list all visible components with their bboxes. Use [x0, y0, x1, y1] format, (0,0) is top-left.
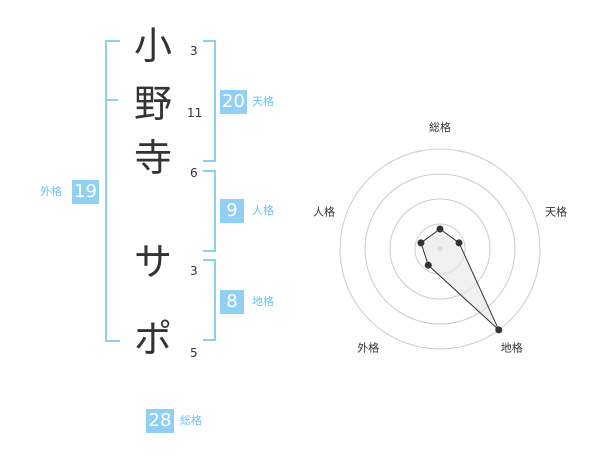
- chikaku-bracket: [203, 259, 216, 341]
- soukaku-label: 総格: [180, 414, 202, 427]
- radar-point-5: [417, 239, 425, 247]
- chikaku-badge: 8: [220, 290, 244, 314]
- name-char-2: 野: [133, 82, 172, 126]
- radar-area: [420, 228, 500, 331]
- stroke-count-5: 5: [190, 346, 198, 360]
- stroke-count-2: 11: [187, 106, 203, 120]
- radar-point-1: [436, 225, 444, 233]
- jinkaku-badge: 9: [220, 199, 244, 223]
- radar-point-4: [424, 261, 432, 269]
- radar-ring: [339, 148, 541, 350]
- jinkaku-label: 人格: [252, 204, 274, 217]
- gaikaku-bracket-tick: [105, 99, 118, 101]
- radar-point-2: [455, 239, 463, 247]
- chikaku-label: 地格: [252, 295, 274, 308]
- gaikaku-label: 外格: [40, 185, 62, 198]
- radar-axis-label-5: 人格: [313, 204, 335, 218]
- radar-point-3: [495, 326, 503, 334]
- name-char-3: 寺: [133, 136, 172, 180]
- tenkaku-label: 天格: [252, 95, 274, 108]
- radar-ring: [364, 173, 516, 325]
- soukaku-badge: 28: [146, 409, 174, 433]
- radar-axis-label-2: 天格: [545, 204, 567, 218]
- radar-axis-label-4: 外格: [357, 341, 379, 355]
- radar-axis-label-1: 総格: [429, 120, 451, 134]
- name-char-5: ポ: [133, 317, 172, 361]
- gaikaku-bracket: [105, 40, 120, 342]
- radar-axis-label-3: 地格: [501, 341, 523, 355]
- gaikaku-badge: 19: [72, 180, 99, 204]
- stroke-count-4: 3: [190, 264, 198, 278]
- stroke-count-1: 3: [190, 44, 198, 58]
- tenkaku-badge: 20: [220, 90, 247, 114]
- name-char-4: サ: [133, 240, 172, 284]
- tenkaku-bracket: [203, 40, 216, 162]
- radar-ring: [389, 198, 491, 300]
- stroke-count-3: 6: [190, 166, 198, 180]
- name-char-1: 小: [133, 24, 172, 68]
- jinkaku-bracket: [203, 170, 216, 252]
